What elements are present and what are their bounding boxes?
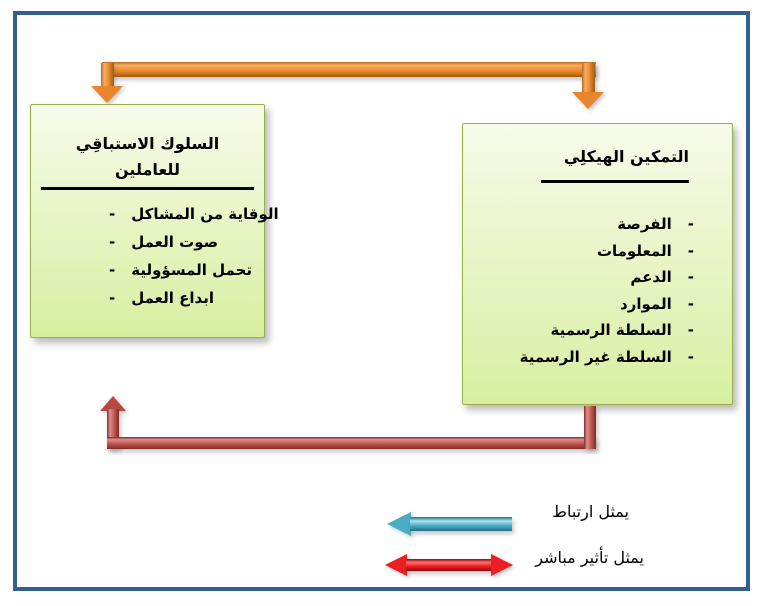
bullet-dash: - (687, 321, 694, 339)
list-item-text: السلطة غير الرسمية (519, 347, 672, 366)
list-item: -صوت العمل (109, 228, 264, 256)
bullet-dash: - (109, 233, 116, 251)
structural-empowerment-title: التمكين الهيكلِي (563, 147, 689, 166)
proactive-behavior-list: -الوقاية من المشاكل -صوت العمل -تحمل الم… (31, 200, 279, 312)
list-item-text: المعلومات (596, 241, 672, 260)
orange-connector-horizontal-bar (102, 62, 596, 77)
list-item-text: صوت العمل (131, 233, 219, 251)
list-item-text: الوقاية من المشاكل (131, 205, 279, 223)
legend-direct-effect-label: يمثل تأثير مباشر (535, 548, 644, 567)
red-arrow-up-icon (100, 396, 126, 411)
outer-frame (13, 11, 750, 591)
list-item-text: ابداع العمل (131, 289, 214, 307)
structural-empowerment-list: -الفرصة -المعلومات -الدعم -الموارد -السل… (463, 211, 732, 370)
list-item-text: الدعم (630, 268, 672, 286)
list-item-text: الموارد (620, 294, 672, 313)
bullet-dash: - (687, 294, 694, 313)
orange-arrow-down-left-icon (91, 86, 123, 103)
list-item: -السلطة غير الرسمية (463, 344, 694, 371)
bullet-dash: - (687, 347, 694, 366)
bullet-dash: - (687, 268, 694, 286)
list-item: -الفرصة (463, 211, 694, 238)
orange-connector-right-shaft (582, 63, 595, 93)
red-connector-horizontal-bar (107, 437, 596, 449)
structural-empowerment-box: التمكين الهيكلِي -الفرصة -المعلومات -الد… (462, 123, 733, 405)
bullet-dash: - (109, 289, 116, 307)
list-item: -ابداع العمل (109, 284, 264, 312)
proactive-behavior-box: السلوك الاستباقِي للعاملين -الوقاية من ا… (30, 104, 279, 338)
list-item: -الدعم (463, 264, 694, 291)
bullet-dash: - (687, 215, 694, 233)
list-item: -المعلومات (463, 238, 694, 265)
list-item-text: تحمل المسؤولية (131, 261, 253, 279)
bullet-dash: - (109, 261, 116, 279)
orange-connector-left-shaft (101, 63, 114, 88)
list-item: -السلطة الرسمية (463, 317, 694, 344)
orange-arrow-down-right-icon (572, 92, 604, 109)
red-connector-right-shaft (584, 406, 596, 449)
legend-direct-effect-arrow-right-icon (491, 554, 513, 576)
list-item-text: الفرصة (617, 215, 672, 233)
list-item-text: السلطة الرسمية (550, 321, 672, 339)
list-item: -تحمل المسؤولية (109, 256, 264, 284)
legend-correlation-arrow-icon (387, 512, 411, 536)
legend-correlation-label: يمثل ارتباط (552, 502, 629, 521)
bullet-dash: - (687, 241, 694, 260)
legend-correlation-arrow-body (410, 517, 512, 531)
proactive-behavior-title: السلوك الاستباقِي للعاملين (41, 131, 254, 190)
title-underline (541, 180, 689, 183)
legend-direct-effect-arrow-body (406, 559, 492, 571)
list-item: -الوقاية من المشاكل (109, 200, 279, 228)
legend-direct-effect-arrow-left-icon (385, 554, 407, 576)
list-item: -الموارد (463, 291, 694, 318)
bullet-dash: - (109, 205, 116, 223)
